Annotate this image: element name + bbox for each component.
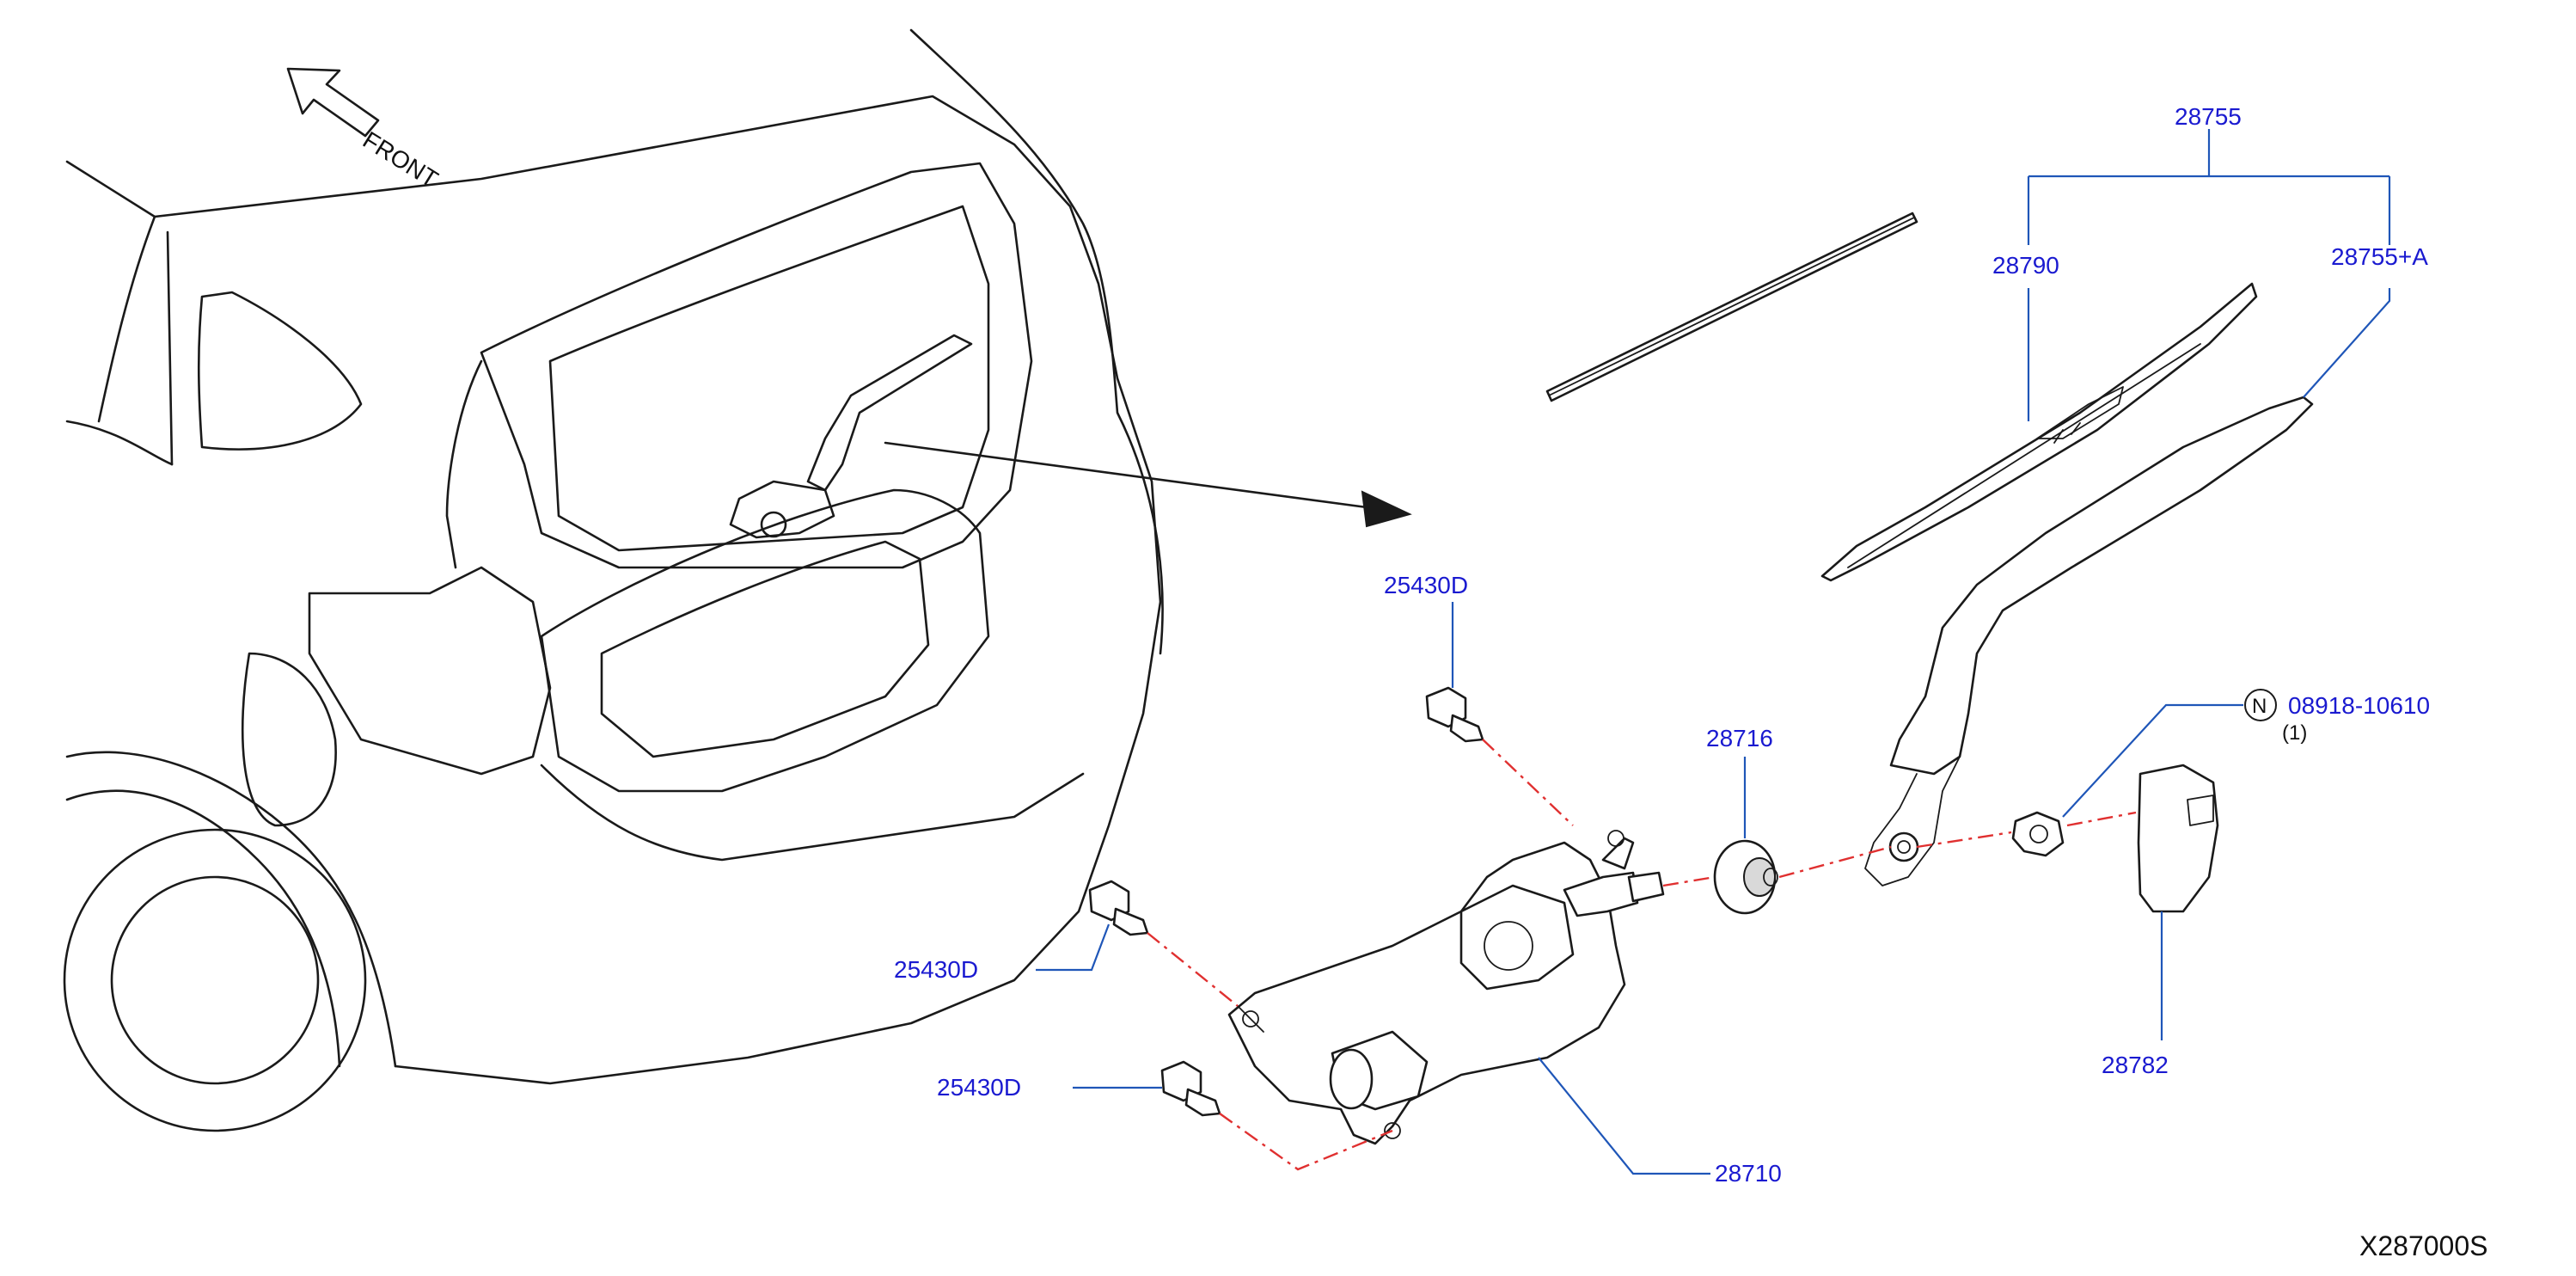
front-label: FRONT: [358, 126, 443, 193]
bolt-top: [1425, 686, 1484, 743]
wiper-motor: [1227, 830, 1665, 1145]
callout-bolt-bottom: 25430D: [937, 1074, 1021, 1101]
callout-wiper-arm: 28755+A: [2331, 243, 2428, 270]
callout-nut-quantity: (1): [2282, 721, 2307, 745]
callout-bolt-left: 25430D: [894, 956, 978, 983]
leader-lines: [1036, 129, 2391, 1175]
assembly-centerlines: [1147, 739, 2137, 1171]
nut: [2011, 811, 2065, 857]
callout-pivot-seal: 28716: [1706, 725, 1773, 751]
bolt-left: [1088, 880, 1149, 936]
nut-symbol: N: [2252, 695, 2267, 718]
diagram-code: X287000S: [2359, 1230, 2487, 1261]
pivot-cap: [2137, 764, 2219, 913]
pivot-seal: [1713, 839, 1778, 915]
callout-wiper-arm-blade-assembly: 28755: [2175, 103, 2242, 130]
callout-bolt-top: 25430D: [1384, 572, 1468, 598]
nut-callout: N 08918-10610 (1): [2244, 689, 2430, 745]
vehicle-body-outline: [63, 28, 1164, 1132]
callout-wiper-blade: 28790: [1992, 252, 2059, 279]
wiper-arm: [1864, 396, 2314, 886]
blade-refill-strip: [1545, 212, 1918, 402]
front-arrow-icon: [286, 67, 380, 138]
tailgate-wiper-sketch: [729, 334, 973, 539]
wiper-blade: [1820, 282, 2258, 582]
detail-arrow: [884, 441, 1412, 528]
bolt-bottom: [1160, 1060, 1221, 1117]
callout-wiper-motor: 28710: [1715, 1160, 1782, 1187]
callout-nut-number: 08918-10610: [2288, 692, 2430, 719]
callout-pivot-cap: 28782: [2102, 1052, 2169, 1078]
